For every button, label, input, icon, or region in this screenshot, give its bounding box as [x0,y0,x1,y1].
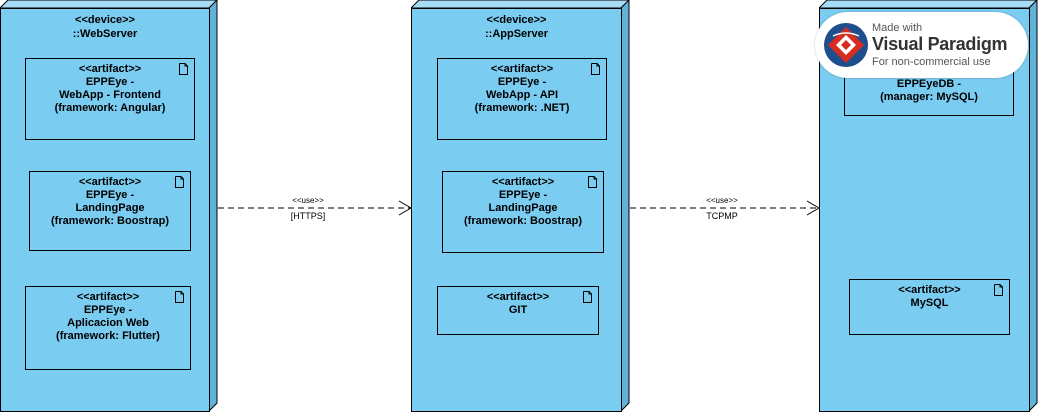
artifact-line: (framework: .NET) [474,102,570,114]
artifact-line: EPPEye - [83,304,133,316]
node-appserver[interactable]: <<device>> ::AppServer <<artifact>> EPPE… [411,0,630,413]
artifact-stereotype: <<artifact>> [898,284,961,296]
artifact-line: GIT [508,304,528,316]
connector-label: TCPMP [706,211,738,221]
connector-label: [HTTPS] [290,211,326,221]
watermark-brand: Visual Paradigm [872,34,1008,54]
artifact-line: EPPEye - [497,76,547,88]
watermark-made-with: Made with [872,22,923,34]
node-name: ::WebServer [72,28,138,40]
document-icon [583,291,592,303]
artifact-mysql[interactable]: <<artifact>> MySQL [849,279,1010,335]
artifact-stereotype: <<artifact>> [486,291,550,303]
node-3d-edge [819,0,1038,413]
artifact-git[interactable]: <<artifact>> GIT [437,286,599,335]
artifact-line: (manager: MySQL) [880,91,978,103]
artifact-webapp-frontend[interactable]: <<artifact>> EPPEye - WebApp - Frontend … [25,58,195,140]
watermark-badge: Made with Visual Paradigm For non-commer… [815,12,1028,78]
artifact-line: Aplicacion Web [67,317,149,329]
artifact-line: (framework: Angular) [54,102,166,114]
artifact-line: EPPEye - [498,189,548,201]
artifact-line: EPPEye - [85,76,135,88]
artifact-line: (framework: Boostrap) [51,215,169,227]
artifact-line: (framework: Boostrap) [464,215,582,227]
node-stereotype: <<device>> [75,14,135,26]
artifact-line: LandingPage [488,202,558,214]
node-stereotype: <<device>> [486,14,547,26]
artifact-line: EPPEye - [85,189,135,201]
node-webserver[interactable]: <<device>> ::WebServer <<artifact>> EPPE… [0,0,218,413]
artifact-stereotype: <<artifact>> [78,63,142,75]
node-name: ::AppServer [485,28,548,40]
artifact-line: WebApp - API [485,89,559,101]
document-icon [179,63,188,75]
artifact-line: (framework: Flutter) [56,330,160,342]
artifact-landingpage[interactable]: <<artifact>> EPPEye - LandingPage (frame… [29,171,191,251]
artifact-line: LandingPage [75,202,145,214]
document-icon [175,176,184,188]
document-icon [994,284,1003,296]
artifact-stereotype: <<artifact>> [490,63,554,75]
artifact-stereotype: <<artifact>> [78,176,142,188]
artifact-line: EPPEyeDB - [896,78,962,90]
connector-stereotype: <<use>> [292,196,324,205]
artifact-aplicacion-web[interactable]: <<artifact>> EPPEye - Aplicacion Web (fr… [25,286,191,370]
connector-stereotype: <<use>> [706,196,738,205]
document-icon [175,291,184,303]
document-icon [591,63,600,75]
artifact-landingpage[interactable]: <<artifact>> EPPEye - LandingPage (frame… [442,171,604,253]
document-icon [588,176,597,188]
watermark-note: For non-commercial use [872,56,991,68]
artifact-webapp-api[interactable]: <<artifact>> EPPEye - WebApp - API (fram… [437,58,607,140]
artifact-line: MySQL [910,297,949,309]
artifact-stereotype: <<artifact>> [491,176,555,188]
artifact-stereotype: <<artifact>> [76,291,140,303]
artifact-line: WebApp - Frontend [59,89,161,101]
visual-paradigm-logo-icon [824,23,868,67]
